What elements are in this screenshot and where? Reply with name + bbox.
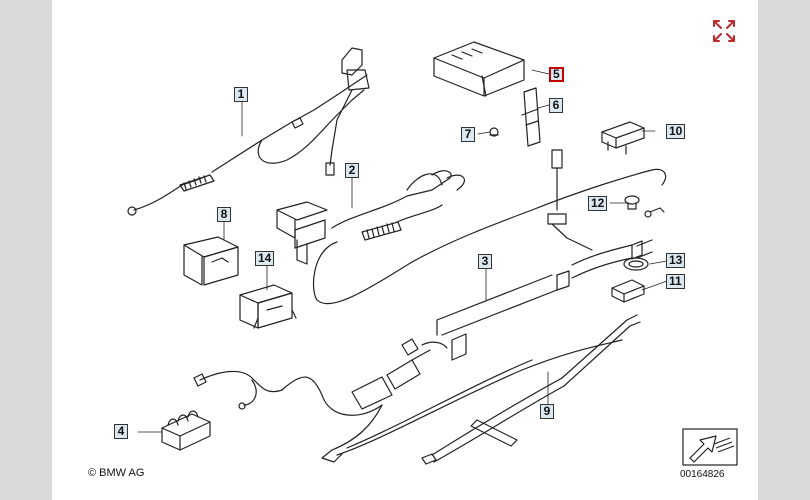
- part-3-bar: [421, 239, 653, 361]
- left-margin: [0, 0, 52, 500]
- callout-7[interactable]: 7: [461, 127, 475, 142]
- part-11-bracket: [611, 279, 645, 303]
- callout-14[interactable]: 14: [255, 251, 275, 266]
- callout-11[interactable]: 11: [666, 274, 685, 289]
- callout-12[interactable]: 12: [588, 196, 608, 211]
- part-12-cap: [624, 195, 640, 210]
- part-10-switch: [601, 121, 645, 155]
- next-page-arrow-icon[interactable]: [682, 428, 738, 466]
- callout-10[interactable]: 10: [666, 124, 686, 139]
- connector-assembly: [547, 149, 593, 251]
- callout-8[interactable]: 8: [217, 207, 231, 222]
- part-13-ring: [623, 257, 649, 271]
- part-9-rods: [336, 314, 641, 465]
- part-7-clip: [489, 127, 499, 137]
- part-4-clamp: [161, 410, 211, 451]
- diagram-panel: 1 2 3 4 5 6 7 8 9 10 11 12 13 14 © BMW A…: [52, 0, 758, 500]
- callout-4[interactable]: 4: [114, 424, 128, 439]
- leader-lines: [137, 69, 668, 433]
- callout-9[interactable]: 9: [540, 404, 554, 419]
- part-5-control-unit: [433, 41, 525, 97]
- drawing-number: 00164826: [680, 469, 725, 480]
- part-6-plate: [521, 87, 541, 147]
- expand-arrows-icon: [713, 20, 735, 42]
- right-margin: [758, 0, 810, 500]
- callout-13[interactable]: 13: [666, 253, 686, 268]
- lower-actuator-assembly: [193, 338, 431, 463]
- callout-3[interactable]: 3: [478, 254, 492, 269]
- callout-2[interactable]: 2: [345, 163, 359, 178]
- part-8-bracket: [183, 236, 239, 286]
- parts-illustration: [127, 41, 668, 465]
- part-1-cable: [127, 47, 370, 216]
- callout-6[interactable]: 6: [549, 98, 563, 113]
- expand-button[interactable]: [711, 18, 737, 44]
- part-2-cable: [276, 168, 667, 305]
- cable-end-connector: [644, 207, 665, 218]
- copyright-notice: © BMW AG: [88, 467, 145, 479]
- part-14-housing: [239, 284, 297, 329]
- callout-1[interactable]: 1: [234, 87, 248, 102]
- callout-5[interactable]: 5: [549, 67, 564, 82]
